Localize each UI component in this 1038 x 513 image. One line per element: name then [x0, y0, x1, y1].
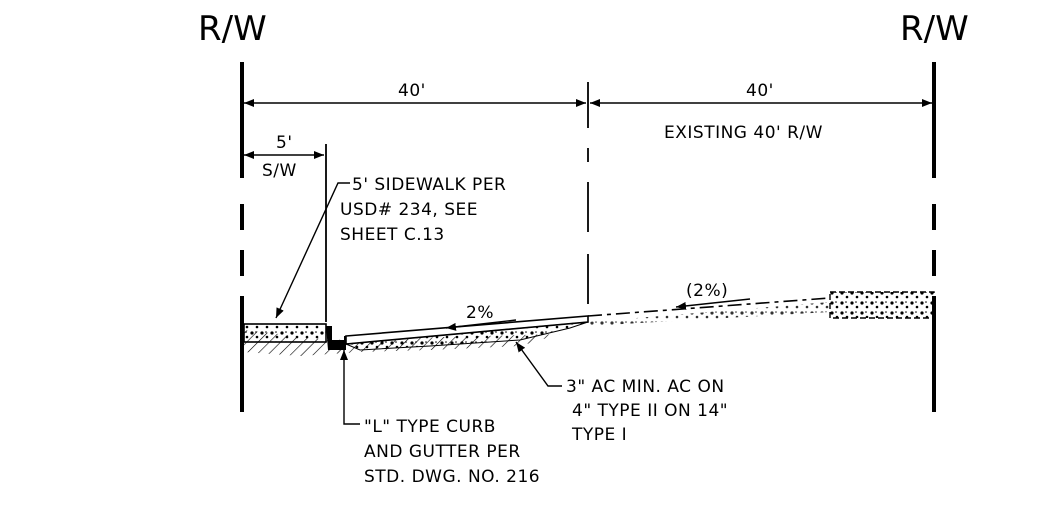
sidewalk-leader: [275, 182, 350, 319]
existing-pavement-base: [588, 302, 830, 326]
sidewalk-note-line1: 5' SIDEWALK PER: [352, 175, 506, 195]
dim-left-text: 40': [398, 81, 426, 101]
slope-existing-text: (2%): [686, 281, 728, 301]
pavement-leader: [515, 341, 562, 387]
pavement-note-line2: 4" TYPE II ON 14": [572, 401, 728, 421]
curb-note-line1: "L" TYPE CURB: [364, 417, 496, 437]
pavement-note-line1: 3" AC MIN. AC ON: [566, 377, 725, 397]
curb-leader: [340, 350, 360, 425]
slope-new-text: 2%: [466, 303, 494, 323]
slope-existing-arrow: [675, 298, 751, 310]
rw-left-label: R/W: [198, 9, 267, 49]
sidewalk-note-line3: SHEET C.13: [340, 225, 445, 245]
curb-note-line3: STD. DWG. NO. 216: [364, 467, 540, 487]
existing-shoulder: [829, 291, 935, 319]
rw-right-label: R/W: [900, 9, 969, 49]
sidewalk-note-line2: USD# 234, SEE: [340, 200, 478, 220]
sidewalk-section: [243, 323, 327, 343]
existing-pavement-top: [587, 297, 831, 317]
existing-rw-text: EXISTING 40' R/W: [664, 123, 823, 143]
pavement-note-line3: TYPE I: [571, 425, 627, 445]
curb-gutter: [326, 326, 346, 350]
slope-new-arrow: [445, 319, 517, 331]
sidewalk-width-text: 5': [276, 133, 293, 153]
sidewalk-abbrev-text: S/W: [262, 161, 297, 181]
curb-note-line2: AND GUTTER PER: [364, 442, 521, 462]
dim-right-text: 40': [746, 81, 774, 101]
